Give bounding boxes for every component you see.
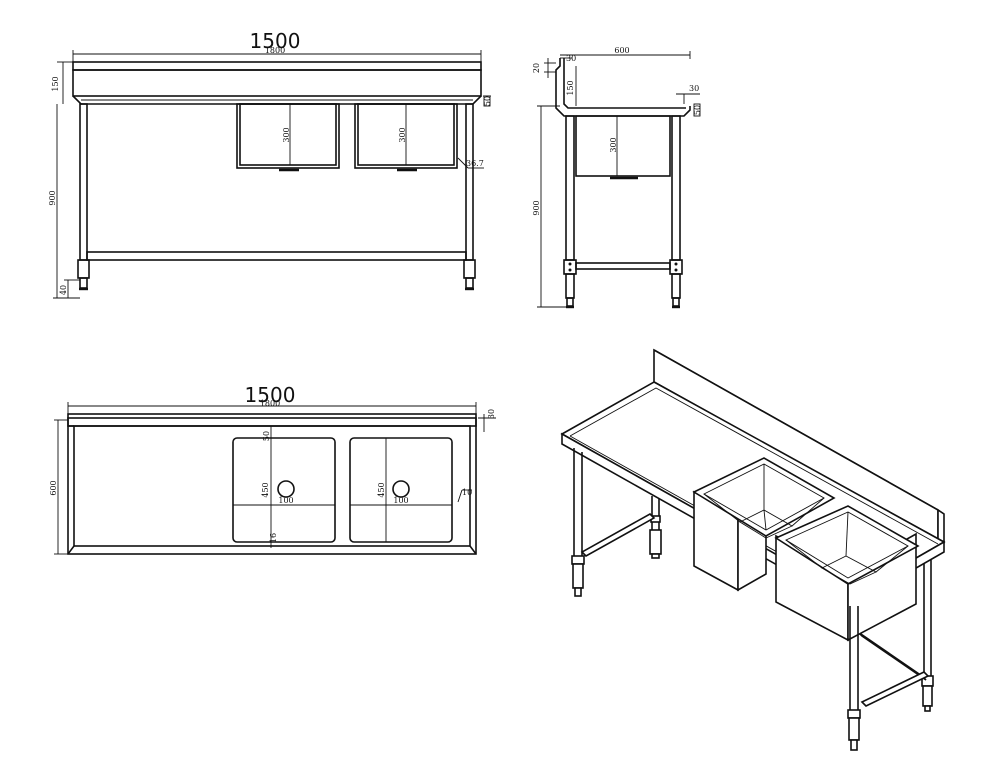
- front-length-small: 1800: [265, 46, 285, 55]
- side-top-profile: [555, 58, 691, 117]
- isometric-view: [560, 348, 946, 751]
- side-bowl-depth: 300: [609, 137, 618, 152]
- side-depth: 600: [614, 46, 629, 55]
- top-bowl-margin: 50: [262, 431, 271, 441]
- top-length-small: 1800: [260, 399, 280, 408]
- side-top-lip-2: 30: [566, 54, 576, 63]
- top-drain-size: 100: [278, 496, 293, 505]
- iso-leg-back-right: [921, 560, 934, 712]
- top-depth: 600: [49, 480, 58, 495]
- top-bottom-margin: 16: [269, 533, 278, 543]
- side-leg-height: 900: [532, 200, 541, 215]
- iso-rail-left: [580, 513, 656, 557]
- top-drain-right: [392, 480, 410, 498]
- top-bowl-right: [349, 437, 453, 543]
- front-backsplash-dim: 150: [51, 76, 60, 91]
- side-undershelf: [575, 262, 671, 270]
- side-backsplash-height: 150: [566, 80, 575, 95]
- side-front-lip: 30: [689, 84, 699, 93]
- top-view: 1500 1800 30 600 50 450 100 16 450 100: [49, 383, 496, 555]
- top-bowl-left: [232, 437, 336, 543]
- iso-leg-front-left: [571, 448, 585, 597]
- side-sink: [575, 115, 671, 177]
- side-view: 600 20 30 150 30 50: [532, 46, 702, 309]
- front-foot-height: 40: [59, 285, 68, 295]
- top-right-edge: 10: [462, 488, 472, 497]
- top-bowl-size: 450: [261, 482, 270, 497]
- front-leg-left: [79, 103, 88, 261]
- front-leg-right: [465, 103, 474, 261]
- top-outline: [67, 413, 477, 555]
- top-drain-size-right: 100: [393, 496, 408, 505]
- front-top-thickness: 50: [483, 96, 492, 106]
- iso-leg-back-left: [649, 496, 662, 559]
- front-length-large: 1500: [250, 29, 301, 53]
- front-sink-left-depth: 300: [282, 127, 291, 142]
- top-length-large: 1500: [245, 383, 296, 407]
- iso-bowl-right: [774, 505, 920, 585]
- front-backsplash: [72, 61, 482, 71]
- front-view: 1500 1800 150 50 300: [48, 29, 492, 299]
- iso-rail-right: [860, 671, 930, 707]
- top-bowl-size-right: 450: [377, 482, 386, 497]
- side-leg-front: [671, 115, 681, 261]
- side-front-thickness: 50: [693, 105, 702, 115]
- front-undershelf: [86, 251, 467, 261]
- top-drain-left: [277, 480, 295, 498]
- front-edge-detail: 36.7: [466, 159, 484, 168]
- top-edge: 30: [487, 409, 496, 419]
- iso-leg-front-right: [847, 606, 861, 751]
- side-leg-back: [565, 115, 575, 261]
- front-sink-right-depth: 300: [398, 127, 407, 142]
- side-top-lip: 20: [532, 63, 541, 73]
- front-leg-height: 900: [48, 190, 57, 205]
- iso-bowl-left: [692, 457, 836, 539]
